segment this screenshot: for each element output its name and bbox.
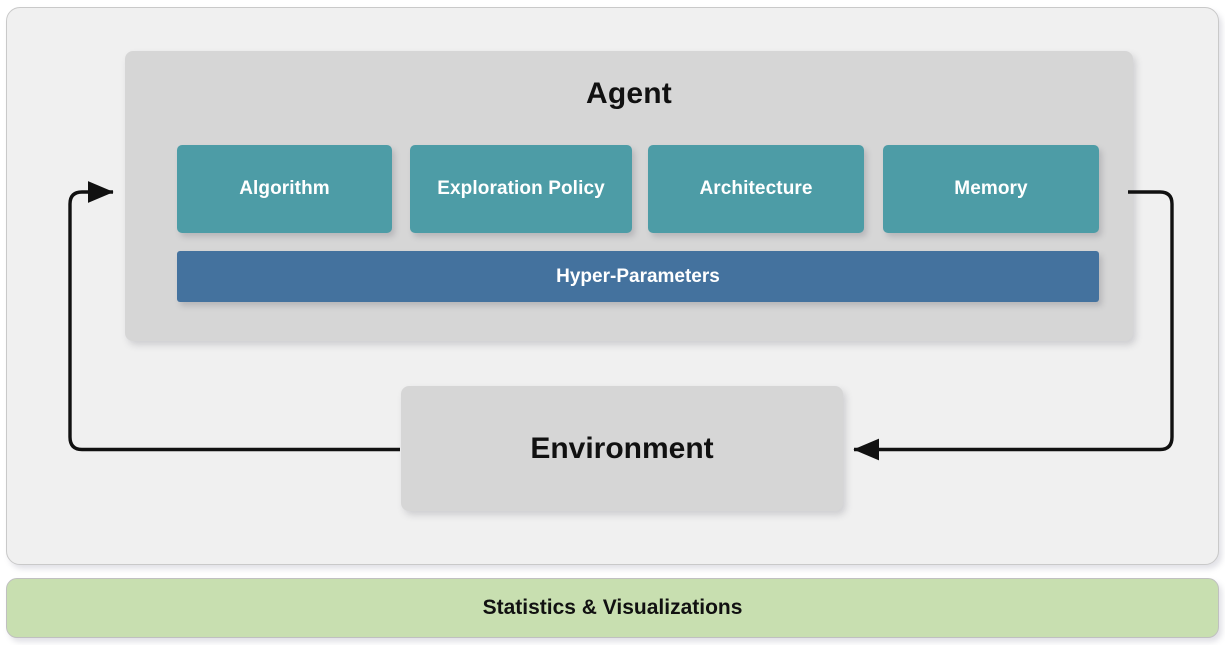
component-box-memory[interactable]: Memory (883, 145, 1099, 233)
statistics-visualizations-label: Statistics & Visualizations (482, 596, 743, 619)
component-box-algorithm[interactable]: Algorithm (177, 145, 392, 233)
agent-title: Agent (586, 77, 672, 110)
rl-loop-panel: Agent Algorithm Exploration Policy Archi… (6, 7, 1219, 565)
agent-panel[interactable]: Agent Algorithm Exploration Policy Archi… (125, 51, 1133, 341)
component-box-architecture[interactable]: Architecture (648, 145, 864, 233)
statistics-visualizations-bar[interactable]: Statistics & Visualizations (6, 578, 1219, 638)
hyper-parameters-label: Hyper-Parameters (556, 265, 720, 287)
environment-label: Environment (530, 431, 714, 465)
hyper-parameters-bar[interactable]: Hyper-Parameters (177, 251, 1099, 302)
component-label: Algorithm (239, 178, 330, 199)
component-label: Memory (954, 178, 1028, 199)
component-box-exploration-policy[interactable]: Exploration Policy (410, 145, 632, 233)
component-label: Architecture (699, 178, 813, 199)
component-label: Exploration Policy (437, 178, 605, 199)
environment-box[interactable]: Environment (401, 386, 843, 511)
